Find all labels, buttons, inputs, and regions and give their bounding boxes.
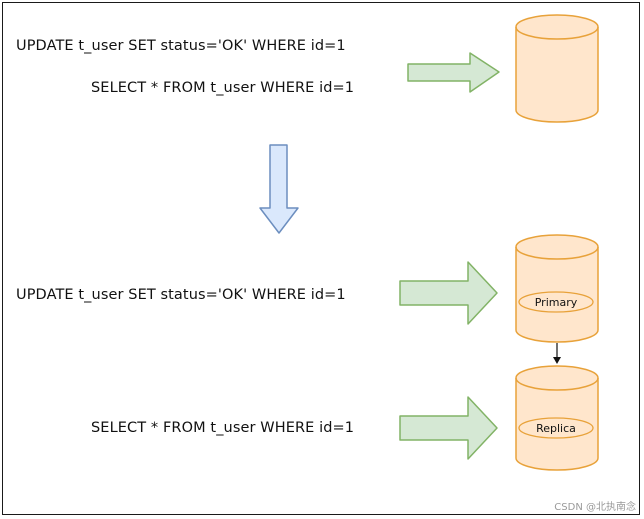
replica-label: Replica <box>536 422 576 435</box>
replica-database-cylinder: Replica <box>515 365 599 471</box>
arrow-to-primary-db <box>399 261 498 325</box>
watermark: CSDN @北执南念 <box>554 502 636 513</box>
arrow-to-replica-db <box>399 396 498 460</box>
primary-label: Primary <box>535 296 578 309</box>
primary-label-ellipse <box>518 291 594 313</box>
arrow-to-single-db <box>407 52 500 93</box>
transition-down-arrow <box>259 144 299 234</box>
sql-update-bottom: UPDATE t_user SET status='OK' WHERE id=1 <box>16 287 346 303</box>
replica-label-ellipse <box>518 417 594 439</box>
replication-arrowhead <box>553 357 561 364</box>
primary-database-cylinder: Primary <box>515 234 599 343</box>
sql-select-top: SELECT * FROM t_user WHERE id=1 <box>91 80 355 96</box>
sql-update-top: UPDATE t_user SET status='OK' WHERE id=1 <box>16 38 346 54</box>
sql-select-bottom: SELECT * FROM t_user WHERE id=1 <box>91 420 355 436</box>
single-database-cylinder <box>515 14 599 123</box>
